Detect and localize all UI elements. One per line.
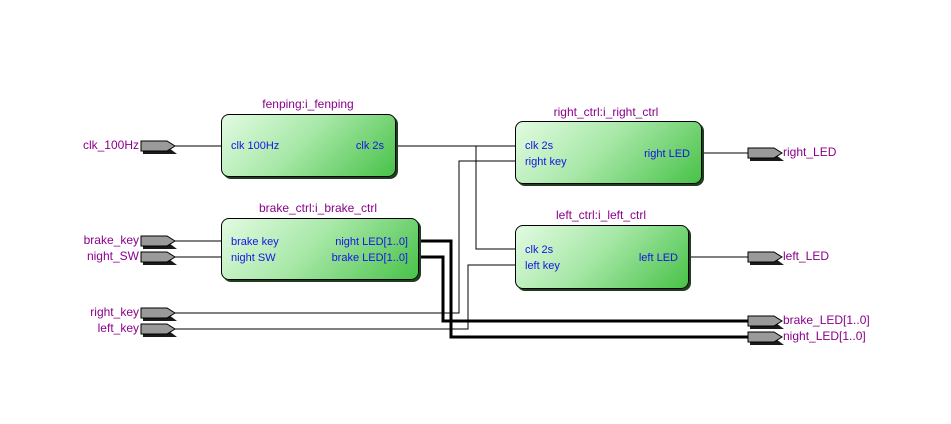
port-in-label: clk 2s [525,140,554,152]
input-pin-night-sw-icon[interactable] [140,251,177,265]
port-out-label: right LED [644,148,690,160]
port-out-label: clk 2s [355,140,384,152]
output-pin-label: brake_LED[1..0] [783,313,870,327]
output-pin-label: left_LED [783,249,830,263]
block-right-ctrl[interactable]: clk 2s right key right LED [515,121,702,184]
port-in-label: clk 100Hz [231,140,280,152]
wire-clk-2s-left[interactable] [475,146,515,250]
bus-night-led[interactable] [419,239,748,339]
block-left-ctrl[interactable]: clk 2s left key left LED [515,225,689,289]
output-pin-label: right_LED [783,145,837,159]
port-out-label: night LED[1..0] [335,236,408,248]
port-in-label: night SW [231,252,276,264]
output-pin-right-led-icon[interactable] [747,147,784,161]
output-pin-night-led-icon[interactable] [747,331,784,345]
instance-title-fenping: fenping:i_fenping [262,97,354,111]
output-pin-label: night_LED[1..0] [783,329,866,343]
port-out-label: left LED [638,252,678,264]
port-in-label: right key [525,156,567,168]
port-out-label: brake LED[1..0] [331,252,408,264]
instance-title-brake-ctrl: brake_ctrl:i_brake_ctrl [258,201,378,215]
input-pin-left-key-icon[interactable] [140,323,177,337]
block-brake-ctrl[interactable]: brake key night SW night LED[1..0] brake… [221,218,419,280]
port-in-label: clk 2s [525,244,554,256]
output-pin-left-led-icon[interactable] [747,251,784,265]
input-pin-label: left_key [97,321,139,335]
wire-left-key[interactable] [175,264,515,330]
input-pin-label: clk_100Hz [82,138,139,152]
block-fenping[interactable]: clk 100Hz clk 2s [221,114,396,177]
port-in-label: brake key [231,236,279,248]
input-pin-label: night_SW [86,249,139,263]
bus-brake-led[interactable] [419,255,748,323]
input-pin-label: brake_key [83,233,139,247]
input-pin-clk-100hz-icon[interactable] [140,140,177,154]
wire-right-key[interactable] [175,160,515,314]
instance-title-right-ctrl: right_ctrl:i_right_ctrl [553,105,659,119]
input-pin-right-key-icon[interactable] [140,307,177,321]
input-pin-label: right_key [90,305,139,319]
input-pin-brake-key-icon[interactable] [140,235,177,249]
port-in-label: left key [525,260,560,272]
output-pin-brake-led-icon[interactable] [747,315,784,329]
instance-title-left-ctrl: left_ctrl:i_left_ctrl [555,208,647,222]
